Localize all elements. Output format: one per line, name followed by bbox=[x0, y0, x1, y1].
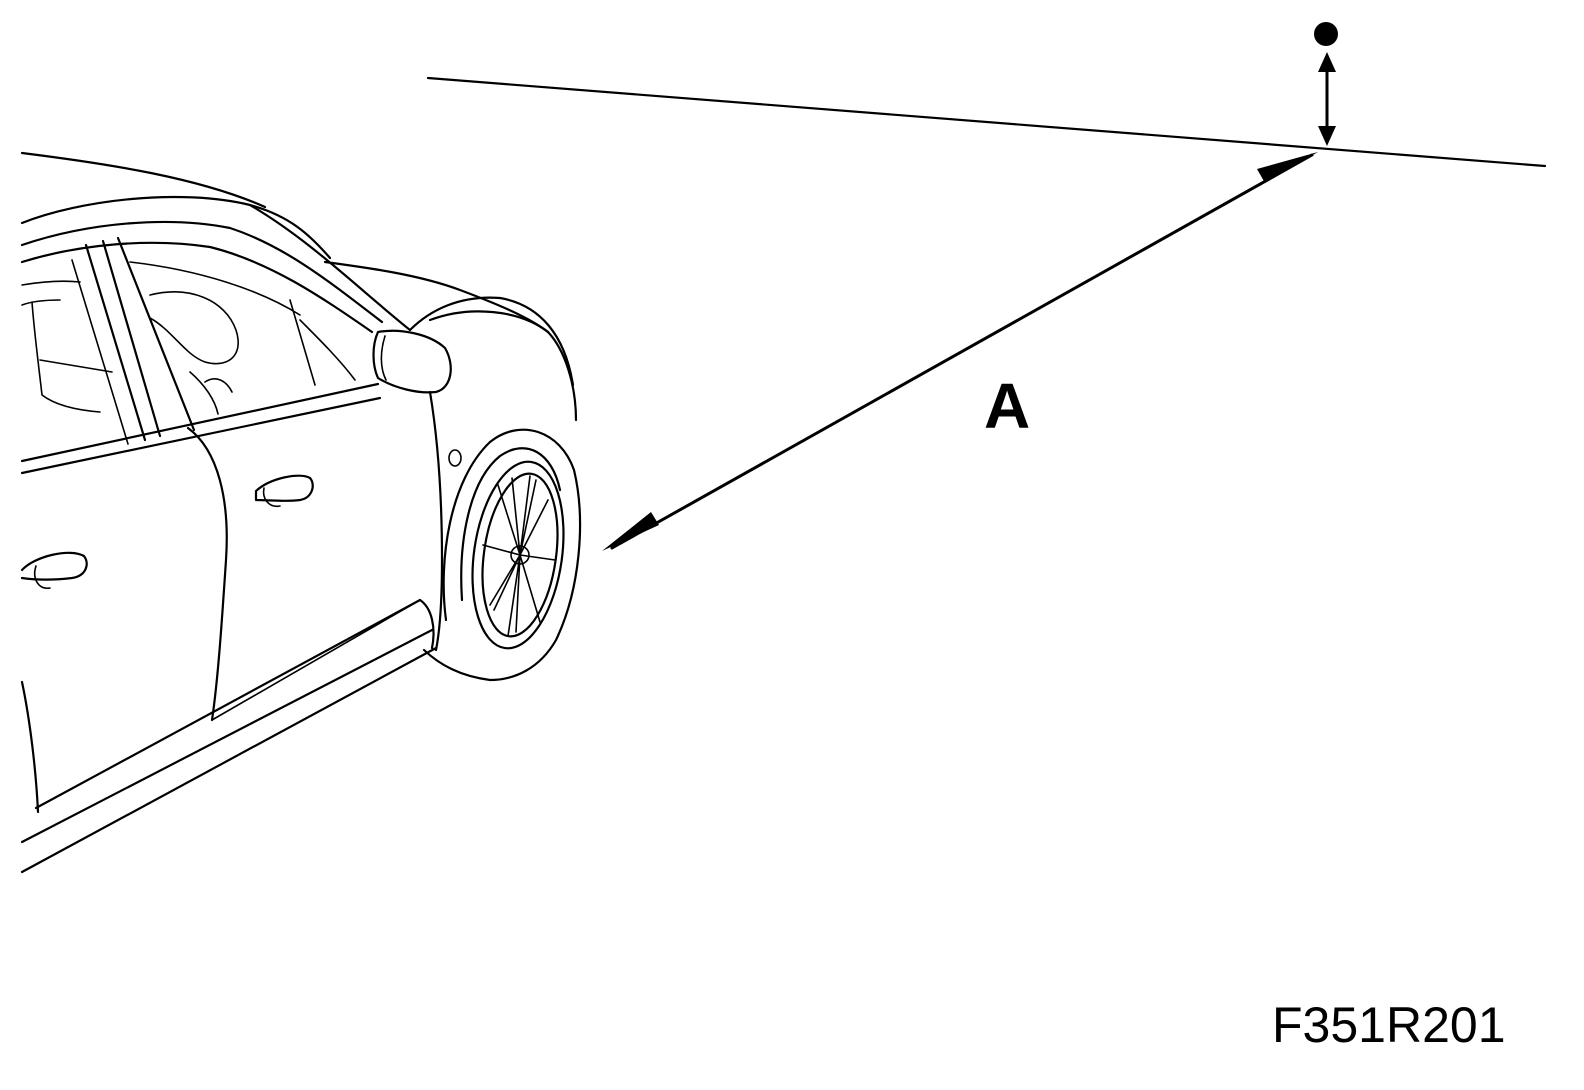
distance-arrow-shaft bbox=[610, 153, 1314, 550]
rim-hub bbox=[510, 545, 530, 565]
aim-point-dot bbox=[1314, 22, 1338, 46]
fender-inner-curve bbox=[428, 310, 550, 334]
dashboard-line bbox=[129, 261, 301, 316]
front-door-bottom bbox=[211, 599, 421, 721]
seat-outline bbox=[189, 371, 233, 415]
hood-front-curve bbox=[546, 330, 578, 422]
rear-window-frame bbox=[21, 280, 81, 306]
rocker-line-2 bbox=[20, 628, 434, 844]
belt-line-upper bbox=[20, 382, 380, 463]
rear-door-bottom bbox=[20, 680, 40, 814]
windshield-frame-outer bbox=[248, 203, 412, 332]
b-pillar-rear bbox=[116, 236, 196, 432]
front-door-edge bbox=[186, 426, 228, 722]
distance-arrow-near-head bbox=[602, 512, 659, 551]
windshield-frame-inner bbox=[20, 220, 384, 324]
rear-door-handle-recess bbox=[34, 565, 51, 589]
rocker-line-1 bbox=[34, 598, 422, 810]
rocker-front-end bbox=[418, 598, 435, 650]
rear-seat-shape bbox=[31, 301, 101, 413]
vertical-arrow-up-head bbox=[1318, 52, 1336, 72]
b-pillar-outer bbox=[84, 243, 147, 442]
distance-arrow-a bbox=[602, 152, 1318, 551]
dimension-label-a: A bbox=[984, 370, 1030, 442]
windshield-frame-inner-2 bbox=[20, 241, 374, 334]
rocker-line-3 bbox=[20, 646, 438, 874]
rear-door-trim bbox=[39, 359, 113, 373]
b-pillar-inner bbox=[101, 239, 162, 438]
fender-top bbox=[408, 296, 575, 387]
rear-door-handle bbox=[20, 551, 88, 581]
distance-arrow-far-head bbox=[1257, 152, 1318, 183]
steering-wheel bbox=[149, 291, 239, 365]
wheel-arch-outer bbox=[422, 428, 582, 682]
front-door-handle bbox=[254, 474, 314, 502]
roof-line bbox=[20, 151, 267, 209]
aim-point-marker bbox=[1314, 22, 1338, 146]
front-door-handle-recess bbox=[262, 487, 281, 508]
reference-line bbox=[426, 76, 1547, 168]
front-door-front-edge bbox=[428, 390, 444, 652]
side-marker bbox=[448, 449, 462, 467]
side-mirror-edge bbox=[380, 335, 387, 381]
vertical-arrow-down-head bbox=[1318, 126, 1336, 146]
front-tire bbox=[471, 460, 565, 650]
interior-pillar bbox=[289, 299, 356, 386]
roof-top-curve bbox=[20, 195, 332, 260]
hood-line bbox=[323, 260, 550, 334]
b-pillar-edge bbox=[71, 259, 129, 445]
wheel-arch-inner bbox=[460, 447, 562, 602]
figure-code: F351R201 bbox=[1272, 997, 1506, 1053]
rim-spokes bbox=[482, 475, 556, 637]
vehicle-drawing bbox=[20, 151, 582, 874]
side-mirror bbox=[372, 329, 452, 394]
belt-line-lower bbox=[20, 396, 382, 475]
